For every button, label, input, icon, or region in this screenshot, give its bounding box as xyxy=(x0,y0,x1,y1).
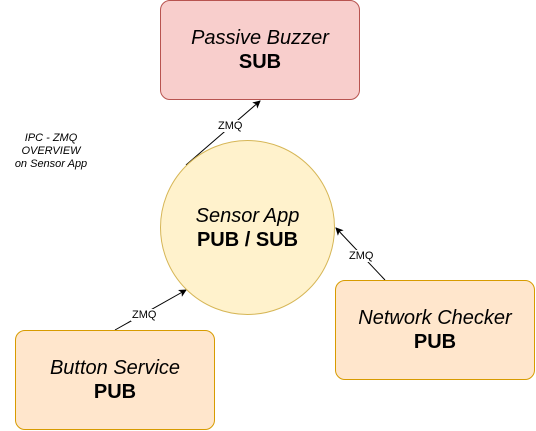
node-name: Network Checker xyxy=(358,307,512,329)
node-name: Sensor App xyxy=(195,204,300,227)
node-name: Passive Buzzer xyxy=(191,27,329,49)
network-checker-node[interactable]: Network Checker PUB xyxy=(335,280,535,380)
node-role: PUB / SUB xyxy=(196,228,299,251)
note-line-1: IPC - ZMQ xyxy=(24,132,78,144)
node-role: PUB xyxy=(93,381,137,403)
overview-note: IPC - ZMQ OVERVIEW on Sensor App xyxy=(5,132,97,171)
edge-label-network-sensor: ZMQ xyxy=(348,250,375,262)
node-name: Button Service xyxy=(49,357,181,379)
note-line-3: on Sensor App xyxy=(14,158,88,170)
passive-buzzer-node[interactable]: Passive Buzzer SUB xyxy=(160,0,360,100)
edge-label-button-sensor: ZMQ xyxy=(131,309,158,321)
button-service-node[interactable]: Button Service PUB xyxy=(15,330,215,430)
node-role: PUB xyxy=(413,331,457,353)
edge-label-sensor-buzzer: ZMQ xyxy=(217,120,244,132)
sensor-app-node[interactable]: Sensor App PUB / SUB xyxy=(160,140,335,315)
note-line-2: OVERVIEW xyxy=(21,145,81,157)
node-role: SUB xyxy=(238,51,282,73)
